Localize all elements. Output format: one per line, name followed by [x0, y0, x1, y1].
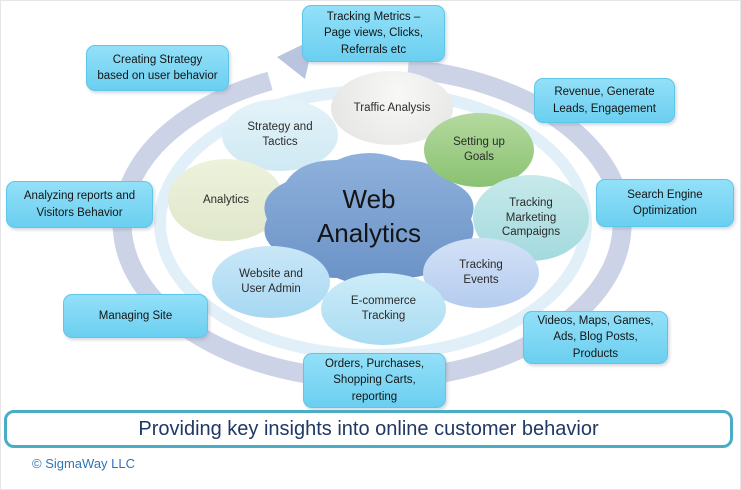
callout-orders-purchases: Orders, Purchases, Shopping Carts, repor…	[303, 353, 446, 408]
ellipse-website-and-user-admin: Website and User Admin	[212, 246, 330, 318]
callout-revenue-leads: Revenue, Generate Leads, Engagement	[534, 78, 675, 123]
ellipse-label: Tracking	[509, 196, 553, 209]
banner-text: Providing key insights into online custo…	[138, 417, 599, 440]
ellipse-label: E-commerce	[350, 295, 417, 308]
ellipse-label: Campaigns	[501, 226, 561, 239]
ellipse-label: Events	[463, 274, 499, 286]
center-title-line: Web	[342, 184, 396, 215]
callout-line: Ads, Blog Posts,	[553, 331, 638, 344]
ellipse-label: Website and	[239, 268, 303, 281]
callout-line: Analyzing reports and	[23, 190, 136, 203]
callout-line: Optimization	[633, 205, 697, 217]
callout-line: Orders, Purchases,	[324, 358, 425, 371]
callout-analyzing-reports: Analyzing reports and Visitors Behavior	[6, 181, 153, 228]
ellipse-label: Tracking	[361, 310, 406, 322]
callout-line: Referrals etc	[340, 43, 407, 56]
callout-line: Revenue, Generate	[554, 86, 655, 99]
callout-line: Page views, Clicks,	[323, 27, 424, 40]
callout-search-engine-optimization: Search Engine Optimization	[596, 179, 734, 227]
ellipse-label: User Admin	[241, 283, 301, 295]
callout-line: Videos, Maps, Games,	[537, 315, 654, 328]
banner: Providing key insights into online custo…	[4, 410, 733, 448]
ellipse-label: Goals	[463, 151, 495, 163]
copyright-label: © SigmaWay LLC	[32, 456, 136, 471]
callout-line: Leads, Engagement	[553, 102, 656, 115]
callout-line: Shopping Carts,	[333, 374, 416, 387]
ellipse-label: Setting up	[453, 136, 505, 149]
callout-line: Search Engine	[627, 188, 703, 201]
callout-line: based on user behavior	[97, 70, 218, 82]
callout-line: Products	[572, 347, 619, 360]
callout-tracking-metrics: Tracking Metrics – Page views, Clicks, R…	[302, 5, 445, 62]
center-title-line: Analytics	[316, 218, 422, 248]
ellipse-label: Traffic Analysis	[353, 101, 431, 114]
callout-line: reporting	[351, 390, 398, 403]
callout-line: Visitors Behavior	[36, 206, 123, 219]
ellipse-label: Strategy and	[247, 121, 313, 134]
callout-managing-site: Managing Site	[63, 294, 208, 338]
copyright-text: © SigmaWay LLC	[32, 456, 135, 471]
ellipse-label: Marketing	[505, 211, 557, 224]
ellipse-label: Tracking	[459, 259, 503, 272]
callout-line: Tracking Metrics –	[326, 11, 421, 24]
ellipse-label: Analytics	[202, 193, 250, 206]
callout-creating-strategy: Creating Strategy based on user behavior	[86, 45, 229, 91]
callout-line: Managing Site	[98, 309, 173, 322]
ellipse-e-commerce-tracking: E-commerce Tracking	[321, 273, 446, 345]
callout-videos-maps: Videos, Maps, Games, Ads, Blog Posts, Pr…	[523, 311, 668, 364]
callout-line: Creating Strategy	[112, 53, 203, 66]
